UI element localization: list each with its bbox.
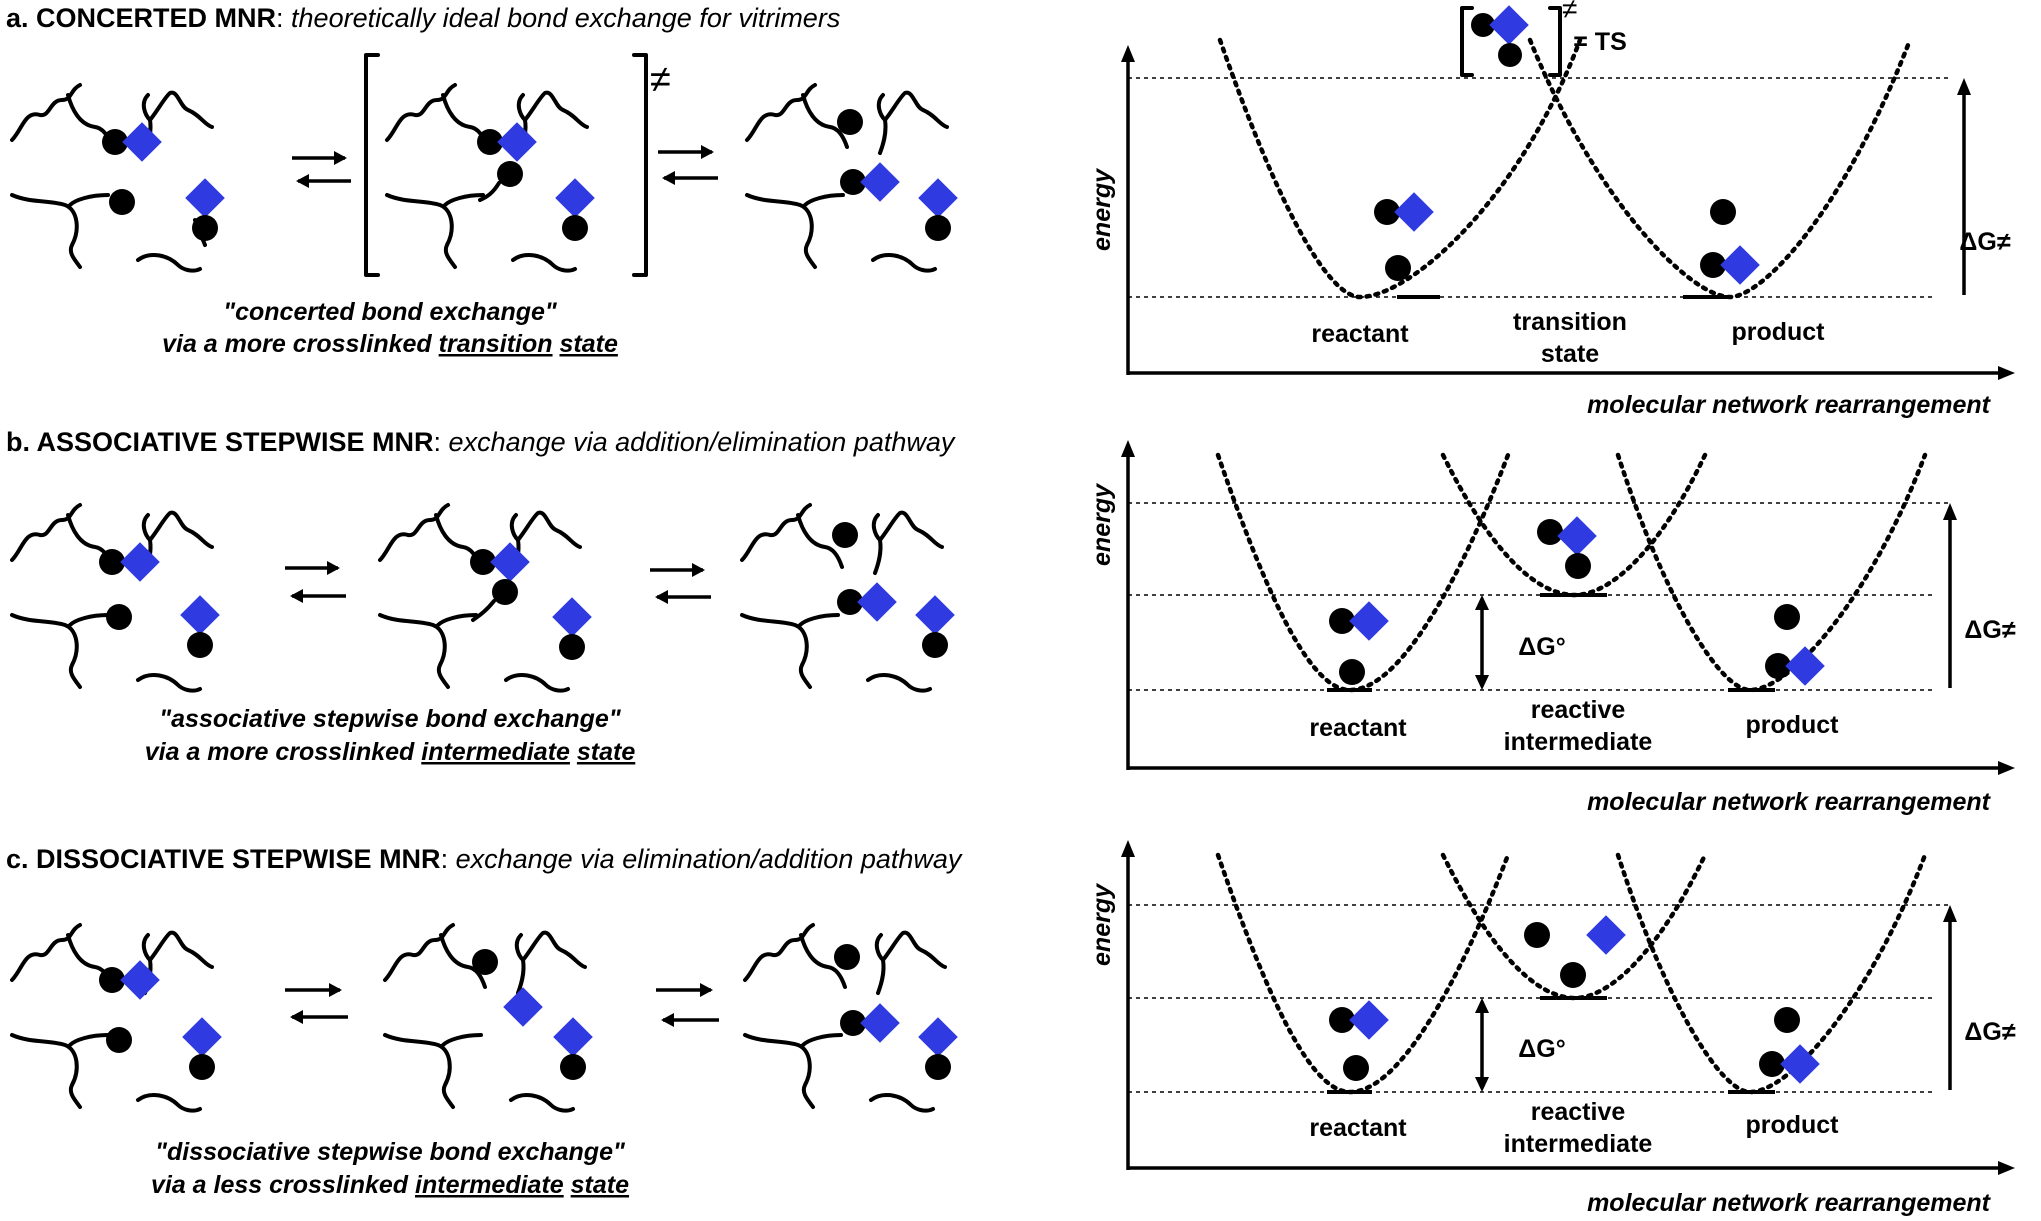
product-network-a bbox=[745, 83, 958, 273]
state-state-a: state bbox=[1541, 340, 1599, 368]
panel-a-heading: a. CONCERTED MNR: theoretically ideal bo… bbox=[6, 3, 840, 33]
energy-axis-label-b: energy bbox=[1088, 483, 1116, 566]
equilibrium-arrows-a2 bbox=[658, 145, 718, 185]
dg-ts-label-b: ΔG≠ bbox=[1964, 616, 2015, 644]
energy-diagram-b: energy molecular network rearrangement Δ… bbox=[1088, 440, 2016, 816]
panel-c-heading: c. DISSOCIATIVE STEPWISE MNR: exchange v… bbox=[6, 844, 963, 874]
caption-c-line2: via a less crosslinked intermediate stat… bbox=[151, 1171, 629, 1199]
intermediate-network-b bbox=[378, 503, 592, 693]
x-axis-label-c: molecular network rearrangement bbox=[1587, 1189, 1992, 1217]
reactant-network-c bbox=[10, 923, 222, 1113]
equilibrium-arrows-c2 bbox=[656, 983, 719, 1027]
energy-axis-label-a: energy bbox=[1088, 168, 1116, 251]
dg0-label-c: ΔG° bbox=[1518, 1035, 1565, 1063]
state-product-c: product bbox=[1745, 1111, 1839, 1139]
x-axis-label-b: molecular network rearrangement bbox=[1587, 788, 1992, 816]
state-reactant-c: reactant bbox=[1309, 1114, 1407, 1142]
reactant-network-b bbox=[10, 503, 220, 693]
caption-a-line1: "concerted bond exchange" bbox=[223, 298, 558, 326]
energy-axis-label-c: energy bbox=[1088, 883, 1116, 966]
panel-c: c. DISSOCIATIVE STEPWISE MNR: exchange v… bbox=[6, 840, 2016, 1217]
panel-a: a. CONCERTED MNR: theoretically ideal bo… bbox=[6, 0, 2015, 419]
intermediate-network-c bbox=[383, 923, 593, 1113]
energy-diagram-c: energy molecular network rearrangement Δ… bbox=[1088, 840, 2016, 1217]
state-reactant-a: reactant bbox=[1311, 320, 1409, 348]
state-intermediate-b: intermediate bbox=[1504, 728, 1653, 756]
product-network-b bbox=[740, 503, 955, 693]
state-intermediate-c: intermediate bbox=[1504, 1130, 1653, 1158]
equilibrium-arrows-c1 bbox=[285, 983, 348, 1024]
reactant-network-a bbox=[10, 83, 225, 273]
state-reactant-b: reactant bbox=[1309, 714, 1407, 742]
state-transition-a: transition bbox=[1513, 308, 1627, 336]
state-product-b: product bbox=[1745, 711, 1839, 739]
caption-b-line2: via a more crosslinked intermediate stat… bbox=[145, 738, 636, 766]
dg-ts-label-c: ΔG≠ bbox=[1964, 1018, 2015, 1046]
product-network-c bbox=[743, 923, 958, 1113]
equilibrium-arrows-b2 bbox=[650, 563, 711, 604]
ts-legend-label: = TS bbox=[1573, 28, 1627, 56]
x-axis-label-a: molecular network rearrangement bbox=[1587, 391, 1992, 419]
dg0-label-b: ΔG° bbox=[1518, 633, 1565, 661]
caption-c-line1: "dissociative stepwise bond exchange" bbox=[155, 1138, 626, 1166]
equilibrium-arrows-b1 bbox=[285, 561, 346, 603]
ts-legend-mark: ≠ bbox=[1562, 0, 1577, 24]
ts-network-a: ≠ bbox=[364, 53, 671, 277]
energy-diagram-a: energy molecular network rearrangement ≠… bbox=[1088, 0, 2015, 419]
panel-b: b. ASSOCIATIVE STEPWISE MNR: exchange vi… bbox=[6, 427, 2016, 816]
ts-double-dagger: ≠ bbox=[650, 59, 671, 101]
caption-b-line1: "associative stepwise bond exchange" bbox=[159, 705, 622, 733]
panel-b-heading: b. ASSOCIATIVE STEPWISE MNR: exchange vi… bbox=[6, 427, 956, 457]
dg-ts-label-a: ΔG≠ bbox=[1959, 228, 2010, 256]
caption-a-line2: via a more crosslinked transition state bbox=[162, 330, 618, 358]
state-reactive-c: reactive bbox=[1531, 1098, 1626, 1126]
equilibrium-arrows-a1 bbox=[292, 151, 351, 188]
state-reactive-b: reactive bbox=[1531, 696, 1626, 724]
state-product-a: product bbox=[1731, 318, 1825, 346]
